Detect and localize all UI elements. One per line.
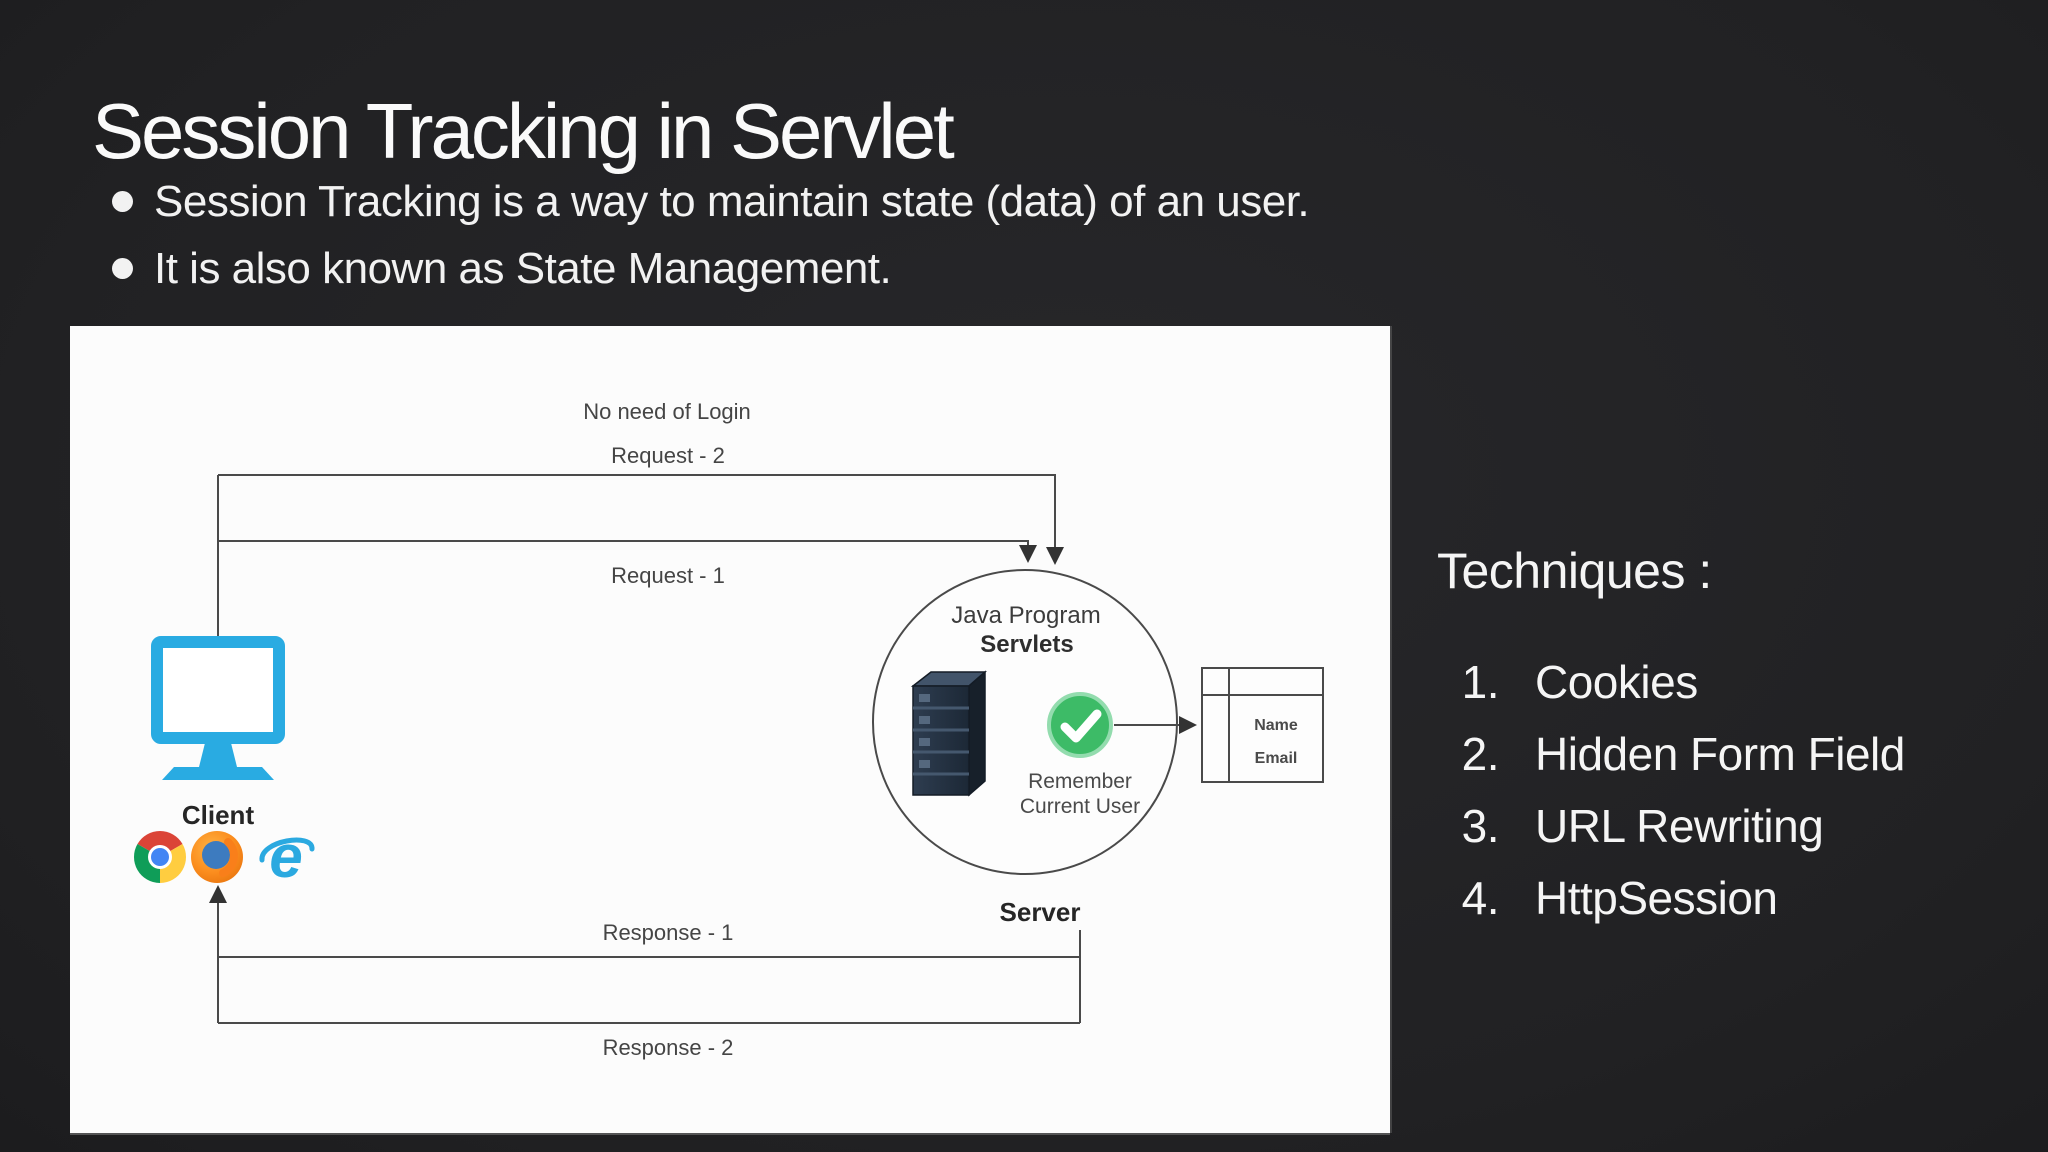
page-title: Session Tracking in Servlet — [92, 87, 955, 176]
label-no-need-of-login: No need of Login — [583, 399, 751, 424]
techniques-heading: Techniques : — [1437, 543, 1712, 599]
bullet-dot — [112, 191, 133, 212]
bullet-dot — [112, 258, 133, 279]
table-row-name: Name — [1254, 717, 1298, 734]
technique-number: 1. — [1461, 656, 1500, 708]
bullet-text: It is also known as State Management. — [154, 243, 892, 293]
technique-item: 3. URL Rewriting — [1455, 790, 1905, 862]
technique-number: 3. — [1461, 800, 1500, 852]
client-node: Client e — [133, 636, 315, 890]
user-data-table: Name Email — [1201, 667, 1324, 783]
server-rack-icon — [910, 670, 987, 797]
session-flow-svg: No need of Login Request - 2 Request - 1… — [133, 399, 1324, 1060]
server-circle — [872, 569, 1178, 875]
technique-label: Cookies — [1535, 656, 1698, 708]
remember-caption-line2: Current User — [1020, 795, 1140, 818]
technique-item: 4. HttpSession — [1455, 862, 1905, 934]
chrome-icon — [133, 830, 187, 883]
server-node: Java Program Servlets — [872, 569, 1178, 875]
svg-text:e: e — [269, 823, 302, 890]
monitor-icon — [151, 636, 285, 780]
response-wires — [209, 885, 1081, 1024]
bullet-text: Session Tracking is a way to maintain st… — [154, 176, 1310, 226]
techniques-list: 1. Cookies 2. Hidden Form Field 3. URL R… — [1455, 646, 1906, 934]
technique-label: Hidden Form Field — [1535, 728, 1905, 780]
bullet-list: Session Tracking is a way to maintain st… — [112, 168, 1310, 302]
technique-label: URL Rewriting — [1535, 800, 1824, 852]
technique-item: 1. Cookies — [1455, 646, 1905, 718]
check-circle-icon — [1047, 692, 1113, 758]
request-wires — [217, 474, 1064, 637]
label-request-1: Request - 1 — [611, 563, 725, 588]
java-program-label: Java Program — [951, 602, 1100, 629]
technique-label: HttpSession — [1535, 872, 1778, 924]
firefox-icon — [191, 831, 243, 883]
technique-number: 2. — [1461, 728, 1500, 780]
table-row-email: Email — [1255, 750, 1298, 767]
label-response-1: Response - 1 — [603, 920, 734, 945]
technique-item: 2. Hidden Form Field — [1455, 718, 1906, 790]
label-response-2: Response - 2 — [603, 1035, 734, 1060]
session-flow-diagram: No need of Login Request - 2 Request - 1… — [70, 326, 1390, 1133]
servlets-label: Servlets — [980, 631, 1073, 658]
technique-number: 4. — [1461, 872, 1500, 924]
server-label: Server — [1000, 897, 1081, 927]
label-request-2: Request - 2 — [611, 443, 725, 468]
client-label: Client — [182, 800, 255, 830]
bullet-item: It is also known as State Management. — [112, 235, 1309, 302]
bullet-item: Session Tracking is a way to maintain st… — [112, 168, 1310, 235]
remember-caption-line1: Remember — [1028, 770, 1132, 793]
ie-icon: e — [259, 823, 315, 890]
